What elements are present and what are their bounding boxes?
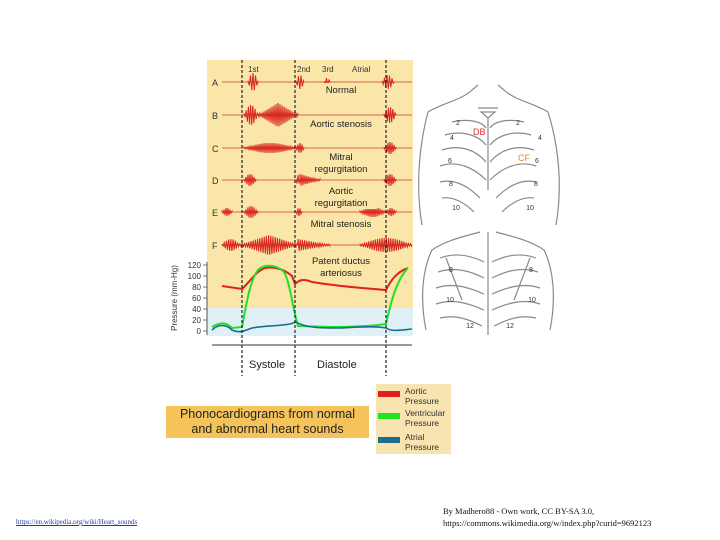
trace-row-2-burst-0	[243, 142, 297, 154]
trace-row-2-burst-1	[295, 142, 305, 153]
pressure-tick-label-3: 60	[192, 294, 201, 303]
legend-swatch-ventricular	[378, 413, 400, 419]
trace-row-3-burst-0	[243, 173, 257, 186]
trace-row-4-burst-0	[221, 208, 233, 217]
ventricular-pressure-curve	[211, 264, 409, 330]
auscultation-marker-db: DB	[473, 127, 486, 137]
attribution-text: By Madhero88 - Own work, CC BY-SA 3.0, h…	[443, 505, 713, 529]
legend-item-ventricular: Ventricular Pressure	[378, 408, 451, 428]
label-2nd: 2nd	[297, 65, 310, 74]
row-label-patent-ductus-1: Patent ductus	[312, 256, 370, 267]
phase-systole: Systole	[249, 359, 285, 371]
pressure-tick-label-5: 20	[192, 316, 201, 325]
attribution-line-2: https://commons.wikimedia.org/w/index.ph…	[443, 518, 652, 528]
trace-row-3-burst-2	[299, 173, 321, 186]
trace-row-0-burst-1	[295, 75, 305, 90]
trace-row-2-burst-2	[383, 141, 397, 154]
front-rib-label-9: 10	[452, 205, 460, 212]
row-letter-b: B	[212, 111, 218, 121]
trace-row-1-burst-1	[257, 102, 299, 127]
front-rib-label-3: 4	[450, 135, 454, 142]
phase-diastole: Diastole	[317, 359, 357, 371]
legend-item-aortic: Aortic Pressure	[378, 386, 451, 406]
source-link[interactable]: https://en.wikipedia.org/wiki/Heart_soun…	[16, 518, 138, 526]
trace-row-1-burst-0	[243, 104, 259, 125]
back-rib-label-3: 10	[446, 297, 454, 304]
row-label-mitral-regurgitation-2: regurgitation	[315, 164, 368, 175]
back-rib-label-5: 12	[466, 323, 474, 330]
trace-row-3-burst-3	[383, 173, 397, 186]
trace-row-1-burst-2	[383, 107, 397, 123]
trace-row-4-burst-2	[295, 208, 303, 217]
legend-item-atrial: Atrial Pressure	[378, 432, 451, 452]
pressure-tick-label-4: 40	[192, 305, 201, 314]
row-label-aortic-regurgitation-2: regurgitation	[315, 198, 368, 209]
front-rib-label-4: 4	[538, 135, 542, 142]
front-rib-label-6: 6	[535, 158, 539, 165]
front-rib-label-2: 2	[516, 120, 520, 127]
front-rib-label-7: 8	[449, 181, 453, 188]
pressure-tick-label-1: 100	[188, 272, 202, 281]
figure-title-box: Phonocardiograms from normal and abnorma…	[166, 406, 369, 438]
pressure-legend: Aortic Pressure Ventricular Pressure Atr…	[376, 384, 451, 454]
legend-swatch-aortic	[378, 391, 400, 397]
back-rib-label-2: 8	[529, 267, 533, 274]
figure-title-line-2: and abnormal heart sounds	[191, 422, 344, 436]
pressure-ticks: 120 100 80 60 40 20 0	[188, 261, 207, 336]
label-1st: 1st	[248, 65, 259, 74]
row-letter-c: C	[212, 144, 219, 154]
label-atrial: Atrial	[352, 65, 370, 74]
trace-row-5-burst-0	[221, 238, 241, 251]
chest-front-illustration	[418, 84, 560, 226]
trace-row-5-burst-2	[297, 238, 331, 251]
row-label-normal: Normal	[326, 85, 357, 96]
legend-label-atrial: Atrial Pressure	[405, 432, 440, 452]
front-rib-label-1: 2	[456, 120, 460, 127]
back-rib-label-6: 12	[506, 323, 514, 330]
back-rib-label-4: 10	[528, 297, 536, 304]
trace-row-0-burst-3	[381, 75, 395, 90]
legend-label-aortic: Aortic Pressure	[405, 386, 440, 406]
row-label-mitral-stenosis: Mitral stenosis	[311, 219, 372, 230]
trace-row-0-burst-0	[247, 72, 259, 91]
trace-row-0-burst-2	[323, 78, 331, 87]
row-letter-d: D	[212, 176, 219, 186]
row-label-patent-ductus-2: arteriosus	[320, 268, 362, 279]
aortic-pressure-curve	[221, 266, 409, 292]
row-letter-a: A	[212, 78, 218, 88]
row-label-aortic-regurgitation-1: Aortic	[329, 186, 354, 197]
legend-swatch-atrial	[378, 437, 400, 443]
pressure-tick-label-0: 120	[188, 261, 202, 270]
trace-row-4-burst-4	[385, 208, 397, 217]
chest-back-illustration	[422, 231, 554, 335]
pressure-tick-label-2: 80	[192, 283, 201, 292]
auscultation-marker-cf: CF	[518, 153, 530, 163]
figure-title-line-1: Phonocardiograms from normal	[179, 407, 356, 421]
front-rib-label-5: 6	[448, 158, 452, 165]
row-letter-f: F	[212, 241, 218, 251]
pressure-axis-title: Pressure (mm-Hg)	[170, 265, 179, 331]
trace-row-5-burst-1	[239, 235, 299, 255]
phonocardiogram-traces	[221, 72, 413, 255]
legend-label-ventricular: Ventricular Pressure	[405, 408, 446, 428]
attribution-line-1: By Madhero88 - Own work, CC BY-SA 3.0,	[443, 506, 595, 516]
pressure-tick-label-6: 0	[197, 327, 202, 336]
row-label-aortic-stenosis: Aortic stenosis	[310, 119, 372, 130]
trace-row-4-burst-1	[243, 206, 259, 219]
row-letter-e: E	[212, 208, 218, 218]
row-label-mitral-regurgitation-1: Mitral	[329, 152, 352, 163]
front-rib-label-10: 10	[526, 205, 534, 212]
back-rib-label-1: 8	[449, 267, 453, 274]
front-rib-label-8: 8	[534, 181, 538, 188]
label-3rd: 3rd	[322, 65, 334, 74]
